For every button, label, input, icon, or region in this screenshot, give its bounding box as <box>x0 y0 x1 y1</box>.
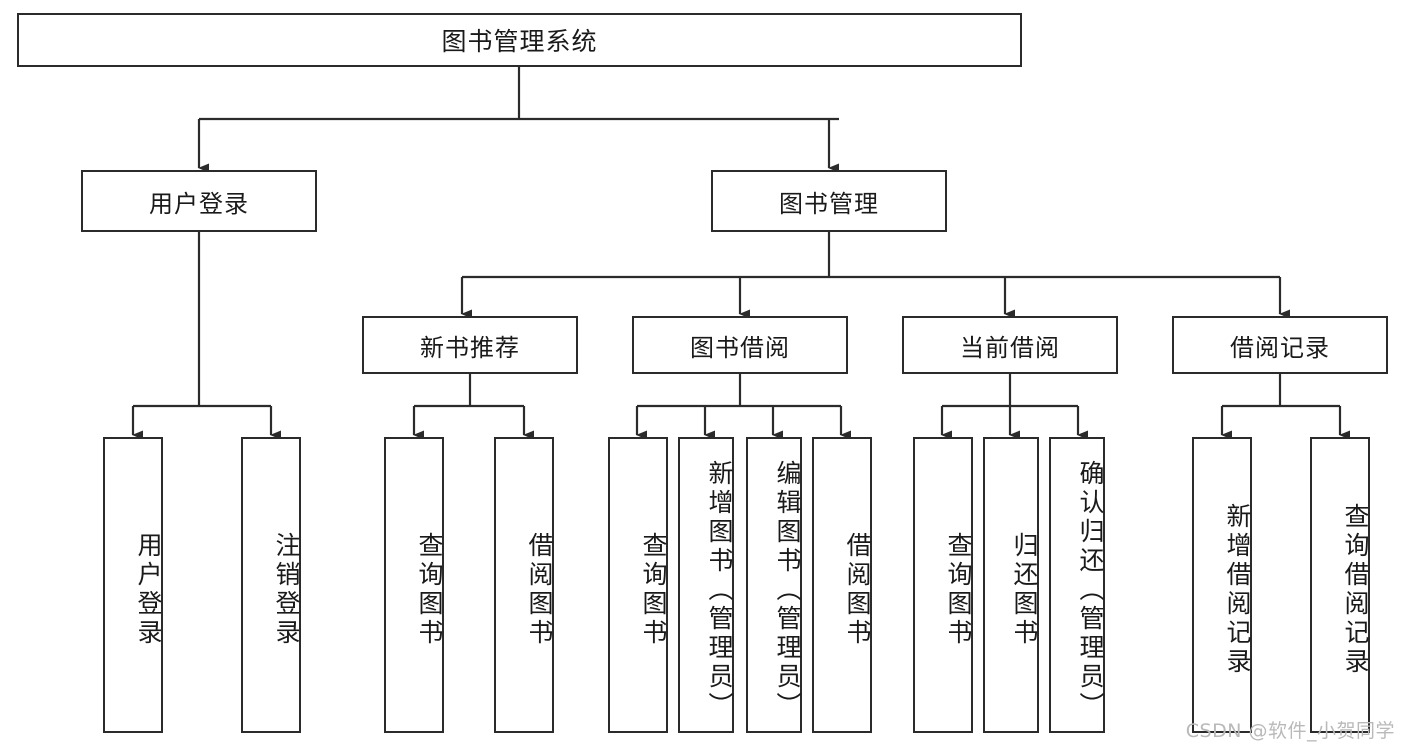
node-borrow-record[interactable]: 借阅记录 <box>1172 316 1388 374</box>
node-label: 图书管理系统 <box>441 27 598 56</box>
node-new-book-recommend[interactable]: 新书推荐 <box>362 316 578 374</box>
leaf-current-borrow-return-book[interactable]: 归还图书 <box>983 437 1039 733</box>
node-label: 图书借阅 <box>690 333 790 362</box>
node-label: 查询图书 <box>415 532 444 648</box>
node-current-borrow[interactable]: 当前借阅 <box>902 316 1118 374</box>
node-label: 新增借阅记录 <box>1223 503 1252 677</box>
leaf-book-borrow-add-book-admin[interactable]: 新增图书（管理员） <box>678 437 734 733</box>
leaf-current-borrow-query-book[interactable]: 查询图书 <box>913 437 973 733</box>
node-label: 查询图书 <box>639 532 668 648</box>
leaf-borrow-record-query-record[interactable]: 查询借阅记录 <box>1310 437 1370 733</box>
leaf-new-book-borrow-book[interactable]: 借阅图书 <box>494 437 554 733</box>
node-label: 用户登录 <box>149 189 249 218</box>
leaf-book-borrow-edit-book-admin[interactable]: 编辑图书（管理员） <box>746 437 802 733</box>
node-label: 图书管理 <box>779 189 879 218</box>
node-label: 借阅图书 <box>843 532 872 648</box>
node-book-management[interactable]: 图书管理 <box>711 170 947 232</box>
leaf-user-login-logout[interactable]: 注销登录 <box>241 437 301 733</box>
leaf-book-borrow-borrow-book[interactable]: 借阅图书 <box>812 437 872 733</box>
node-label: 查询借阅记录 <box>1341 503 1370 677</box>
node-label: 借阅记录 <box>1230 333 1330 362</box>
node-label: 查询图书 <box>944 532 973 648</box>
node-label: 归还图书 <box>1010 532 1039 648</box>
node-label: 用户登录 <box>134 532 163 648</box>
node-book-management-system[interactable]: 图书管理系统 <box>17 13 1022 67</box>
leaf-current-borrow-confirm-return-admin[interactable]: 确认归还（管理员） <box>1049 437 1105 733</box>
csdn-watermark: CSDN @软件_小贺同学 <box>1185 720 1395 742</box>
leaf-new-book-query-book[interactable]: 查询图书 <box>384 437 444 733</box>
node-user-login[interactable]: 用户登录 <box>81 170 317 232</box>
node-label: 新增图书（管理员） <box>705 459 734 721</box>
leaf-borrow-record-add-record[interactable]: 新增借阅记录 <box>1192 437 1252 733</box>
node-label: 当前借阅 <box>960 333 1060 362</box>
leaf-book-borrow-query-book[interactable]: 查询图书 <box>608 437 668 733</box>
node-book-borrow[interactable]: 图书借阅 <box>632 316 848 374</box>
node-label: 借阅图书 <box>525 532 554 648</box>
node-label: 注销登录 <box>272 532 301 648</box>
node-label: 新书推荐 <box>420 333 520 362</box>
leaf-user-login-login[interactable]: 用户登录 <box>103 437 163 733</box>
node-label: 编辑图书（管理员） <box>773 459 802 721</box>
node-label: 确认归还（管理员） <box>1076 459 1105 721</box>
